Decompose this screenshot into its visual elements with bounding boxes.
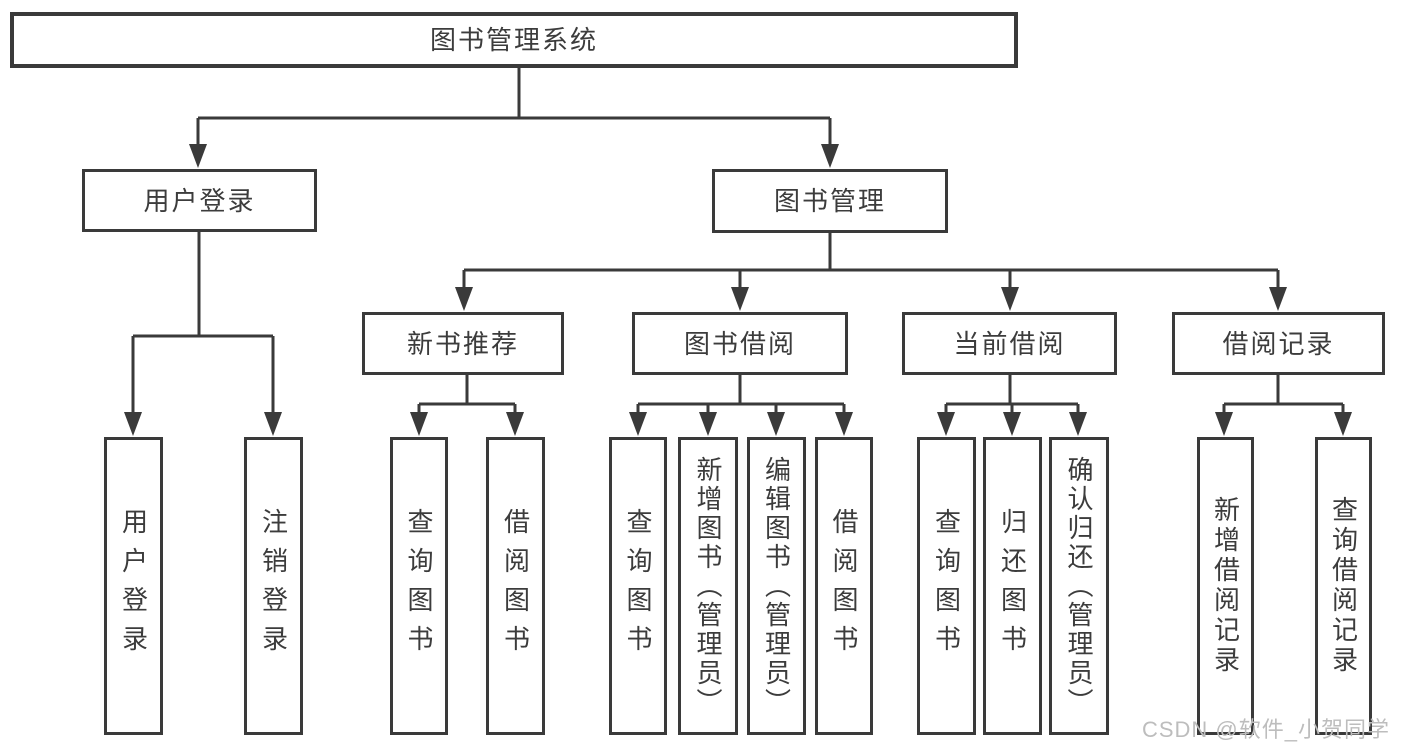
arrow-down-icon — [189, 144, 207, 168]
connector-line — [196, 66, 832, 150]
leaf-add-borrow-record: 新增借阅记录 — [1197, 437, 1254, 735]
arrow-down-icon — [506, 412, 524, 436]
csdn-watermark: CSDN @软件_小贺同学 — [1141, 717, 1390, 742]
leaf-borrow-books-recommend: 借阅图书 — [486, 437, 545, 735]
node-label: 查询图书 — [623, 508, 653, 664]
arrow-down-icon — [699, 412, 717, 436]
connector-root-to-children — [196, 66, 832, 150]
node-label: 借阅图书 — [829, 508, 859, 664]
connector-book-management-to-children — [462, 231, 1280, 293]
arrow-down-icon — [937, 412, 955, 436]
node-user-login: 用户登录 — [82, 169, 317, 232]
leaf-confirm-return-admin: 确认归还（管理员） — [1049, 437, 1109, 735]
node-label: 图书管理系统 — [429, 25, 598, 55]
node-label: 新书推荐 — [406, 328, 519, 359]
arrow-down-icon — [1269, 287, 1287, 311]
node-label: 注销登录 — [258, 508, 289, 664]
leaf-add-books-admin: 新增图书（管理员） — [678, 437, 738, 735]
node-label: 图书管理 — [773, 186, 886, 216]
node-label: 查询图书 — [931, 508, 962, 664]
connector-borrow-records-to-children — [1222, 373, 1345, 418]
node-book-management: 图书管理 — [712, 169, 948, 233]
connector-user-login-to-children — [131, 230, 275, 418]
leaf-user-login: 用户登录 — [104, 437, 163, 735]
connector-line — [1222, 373, 1345, 418]
arrow-down-icon — [410, 412, 428, 436]
node-label: 借阅记录 — [1222, 328, 1335, 359]
node-library-management-system: 图书管理系统 — [10, 12, 1018, 68]
connector-line — [131, 230, 275, 418]
leaf-query-books-recommend: 查询图书 — [390, 437, 448, 735]
connector-new-book-recommend-to-children — [417, 373, 517, 418]
arrow-down-icon — [731, 287, 749, 311]
leaf-borrow-books: 借阅图书 — [815, 437, 873, 735]
arrow-down-icon — [767, 412, 785, 436]
node-label: 新增图书（管理员） — [693, 455, 723, 717]
connector-line — [944, 373, 1080, 418]
node-label: 查询借阅记录 — [1328, 496, 1359, 676]
connector-current-borrow-to-children — [944, 373, 1080, 418]
node-label: 查询图书 — [404, 508, 434, 664]
leaf-logout: 注销登录 — [244, 437, 303, 735]
arrow-down-icon — [1215, 412, 1233, 436]
arrow-down-icon — [1001, 287, 1019, 311]
node-new-book-recommend: 新书推荐 — [362, 312, 564, 375]
arrow-down-icon — [1334, 412, 1352, 436]
node-label: 当前借阅 — [953, 328, 1066, 359]
arrow-down-icon — [124, 412, 142, 436]
arrow-down-icon — [1003, 412, 1021, 436]
leaf-return-books: 归还图书 — [983, 437, 1042, 735]
node-label: 归还图书 — [997, 508, 1028, 664]
node-label: 新增借阅记录 — [1210, 496, 1241, 676]
node-current-borrow: 当前借阅 — [902, 312, 1117, 375]
arrow-down-icon — [1069, 412, 1087, 436]
connector-line — [462, 231, 1280, 293]
arrow-down-icon — [835, 412, 853, 436]
connector-book-borrow-to-children — [636, 373, 846, 418]
leaf-query-borrow-record: 查询借阅记录 — [1315, 437, 1372, 735]
node-borrow-records: 借阅记录 — [1172, 312, 1385, 375]
node-label: 图书借阅 — [683, 328, 796, 359]
node-label: 借阅图书 — [500, 508, 531, 664]
arrow-down-icon — [264, 412, 282, 436]
node-label: 用户登录 — [118, 508, 149, 664]
node-label: 确认归还（管理员） — [1064, 455, 1094, 717]
leaf-query-books-borrow: 查询图书 — [609, 437, 667, 735]
arrow-down-icon — [455, 287, 473, 311]
leaf-query-books-current: 查询图书 — [917, 437, 976, 735]
node-label: 编辑图书（管理员） — [761, 455, 792, 717]
node-book-borrow: 图书借阅 — [632, 312, 848, 375]
leaf-edit-books-admin: 编辑图书（管理员） — [747, 437, 806, 735]
arrow-down-icon — [629, 412, 647, 436]
connector-line — [417, 373, 517, 418]
connector-line — [636, 373, 846, 418]
node-label: 用户登录 — [143, 185, 256, 216]
arrow-down-icon — [821, 144, 839, 168]
